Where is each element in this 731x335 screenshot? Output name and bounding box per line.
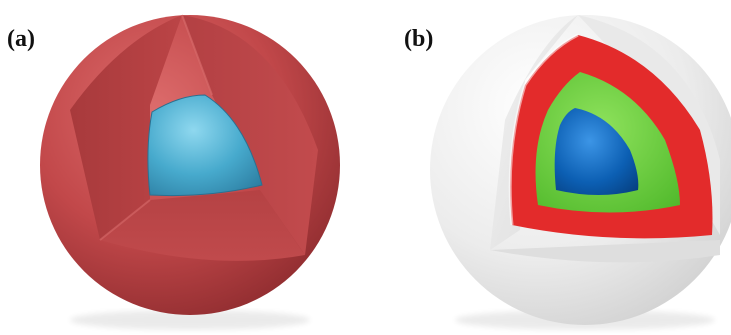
panel-label-a: (a): [7, 26, 35, 52]
outer-cut-face-bottom-b: [490, 240, 720, 263]
shell-cut-face-left-a: [70, 15, 182, 240]
multilayer-sphere-b: [430, 15, 731, 330]
shell-cut-face-right-a: [182, 15, 318, 255]
core-a: [147, 94, 263, 197]
core-shell-sphere-a: [40, 14, 340, 330]
shell-cut-face-bottom-a: [100, 190, 305, 261]
core-b: [554, 108, 639, 195]
panel-label-b: (b): [404, 26, 434, 52]
sphere-a-shadow: [70, 310, 310, 330]
